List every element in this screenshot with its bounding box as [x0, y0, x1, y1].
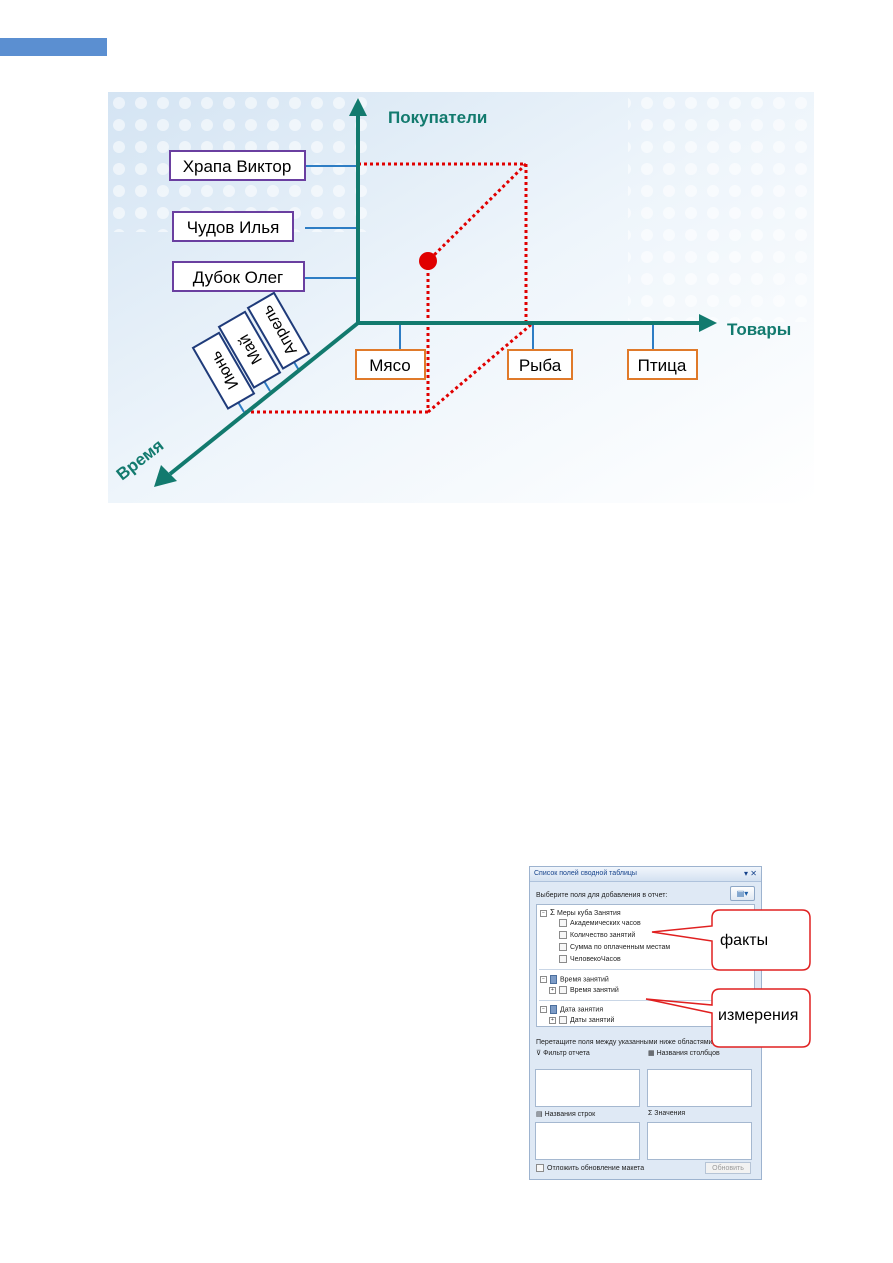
checkbox[interactable]	[559, 1016, 567, 1025]
collapse-icon[interactable]: −	[540, 976, 547, 983]
product-label-1: Рыба	[507, 349, 573, 380]
facts-callout-bubble	[651, 909, 811, 971]
separator	[539, 1000, 752, 1001]
customer-label-0: Храпа Виктор	[169, 150, 306, 181]
olap-cube-diagram: Покупатели Товары Время Храпа Виктор Чуд…	[108, 92, 814, 503]
axis-label-customers: Покупатели	[388, 108, 487, 127]
dimension-field-time[interactable]: +Время занятий	[549, 986, 619, 996]
dimensions-callout-bubble	[645, 988, 811, 1048]
axis-label-products: Товары	[727, 320, 791, 339]
product-label-0: Мясо	[355, 349, 426, 380]
filter-drop-area[interactable]	[535, 1069, 640, 1107]
defer-update-row[interactable]: Отложить обновление макета	[536, 1164, 644, 1172]
dimension-group-date[interactable]: −Дата занятия	[540, 1005, 603, 1015]
dimension-icon	[550, 1005, 557, 1014]
dimensions-callout-label: измерения	[718, 1007, 799, 1024]
columns-icon: ▦	[648, 1050, 657, 1057]
svg-text:Рыба: Рыба	[519, 356, 562, 375]
tick-month-2	[237, 401, 245, 413]
callouts-layer	[645, 909, 811, 1048]
defer-update-label: Отложить обновление макета	[547, 1164, 645, 1172]
checkbox[interactable]	[559, 943, 567, 952]
sigma-icon: Σ	[648, 1110, 655, 1117]
svg-text:Мясо: Мясо	[369, 356, 411, 375]
values-area-title: Σ Значения	[648, 1110, 686, 1117]
expand-icon[interactable]: +	[549, 1016, 556, 1024]
expand-icon[interactable]: +	[549, 986, 556, 994]
panel-title: Список полей сводной таблицы	[534, 870, 637, 877]
cube-svg: Покупатели Товары Время Храпа Виктор Чуд…	[108, 92, 814, 503]
customer-label-1: Чудов Илья	[172, 211, 294, 242]
svg-text:Храпа Виктор: Храпа Виктор	[183, 157, 292, 176]
drag-fields-label: Перетащите поля между указанными ниже об…	[536, 1039, 715, 1046]
separator	[539, 969, 752, 970]
cube-axes	[154, 98, 717, 487]
dimension-group-time[interactable]: −Время занятий	[540, 975, 609, 985]
data-cell-point	[419, 252, 437, 270]
dot-pattern-right	[628, 92, 814, 322]
values-drop-area[interactable]	[647, 1122, 752, 1160]
highlight-path	[244, 162, 534, 414]
columns-drop-area[interactable]	[647, 1069, 752, 1107]
collapse-icon[interactable]: −	[540, 1006, 547, 1013]
rows-drop-area[interactable]	[535, 1122, 640, 1160]
defer-checkbox[interactable]	[536, 1164, 544, 1172]
measure-field-3[interactable]: ЧеловекоЧасов	[559, 955, 621, 965]
top-accent-bar	[0, 38, 107, 56]
month-label-2: Июнь	[191, 331, 256, 410]
panel-header: Список полей сводной таблицы ▾ ✕	[530, 867, 761, 882]
checkbox[interactable]	[559, 919, 567, 928]
measure-field-0[interactable]: Академических часов	[559, 919, 641, 929]
choose-fields-label: Выберите поля для добавления в отчет:	[536, 892, 668, 899]
filter-icon: ⊽	[536, 1050, 544, 1057]
checkbox[interactable]	[559, 931, 567, 940]
sigma-icon: Σ	[550, 908, 555, 917]
update-button[interactable]: Обновить	[705, 1162, 751, 1174]
panel-close-controls[interactable]: ▾ ✕	[744, 869, 757, 878]
rows-area-title: ▤ Названия строк	[536, 1111, 596, 1118]
customer-label-2: Дубок Олег	[172, 261, 305, 292]
collapse-icon[interactable]: −	[540, 909, 547, 917]
svg-text:Птица: Птица	[638, 356, 687, 375]
measure-field-1[interactable]: Количество занятий	[559, 931, 635, 941]
svg-text:Дубок Олег: Дубок Олег	[193, 268, 284, 287]
filter-area-title: ⊽ Фильтр отчета	[536, 1050, 590, 1057]
field-layout-button[interactable]: ▤▾	[730, 886, 755, 901]
tick-month-1	[263, 380, 271, 392]
measure-field-2[interactable]: Сумма по оплаченным местам	[559, 943, 670, 953]
checkbox[interactable]	[559, 955, 567, 964]
rows-icon: ▤	[536, 1111, 545, 1118]
dimension-icon	[550, 975, 557, 984]
columns-area-title: ▦ Названия столбцов	[648, 1050, 720, 1057]
svg-text:Чудов Илья: Чудов Илья	[187, 218, 280, 237]
product-label-2: Птица	[627, 349, 698, 380]
checkbox[interactable]	[559, 986, 567, 995]
facts-callout-label: факты	[720, 932, 769, 949]
measures-group-label: Меры куба Занятия	[556, 909, 621, 917]
dimension-field-date[interactable]: +Даты занятий	[549, 1016, 614, 1026]
